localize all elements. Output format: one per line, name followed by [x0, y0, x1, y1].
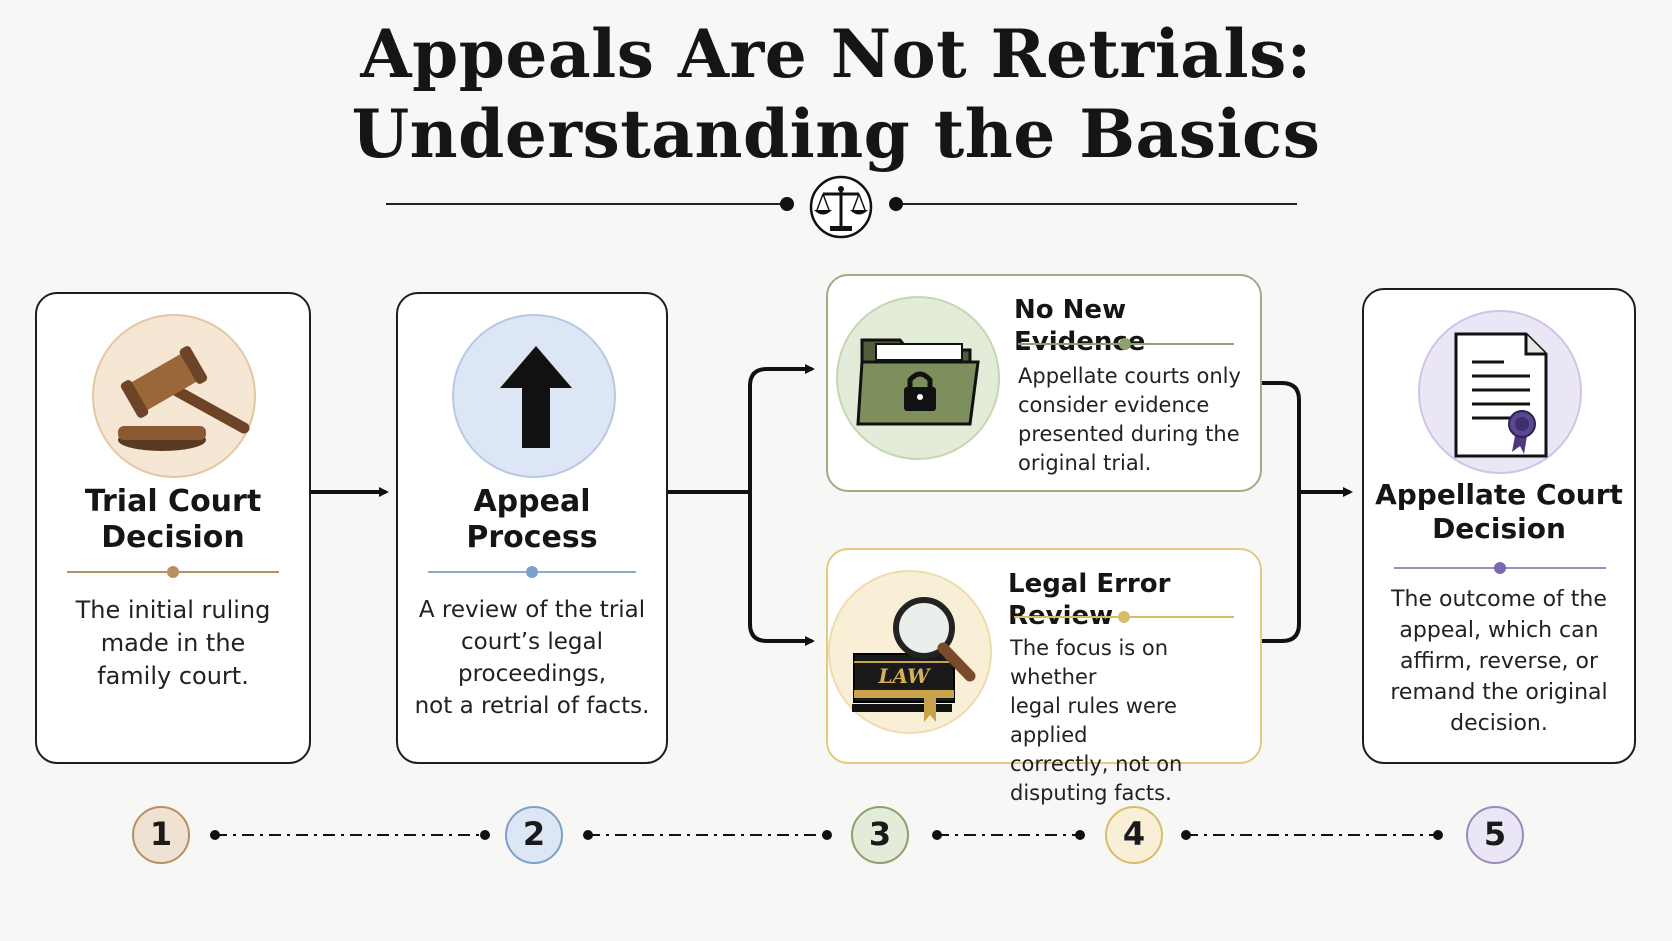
card-appellate-description: The outcome of the appeal, which can aff… — [1390, 587, 1608, 736]
timeline-connector-3-4 — [932, 830, 1085, 840]
card-legal-error-title: Legal Error Review — [1008, 569, 1171, 631]
arrow-to-legal-error — [748, 492, 815, 646]
card-appellate-title: Appellate Court Decision — [1375, 478, 1623, 545]
gavel-icon-circle — [92, 314, 256, 478]
certificate-document-icon-circle — [1418, 310, 1582, 474]
card-trial-description: The initial ruling made in the family co… — [75, 596, 271, 690]
arrow-to-evidence — [748, 364, 815, 492]
card-evidence-title: No New Evidence — [1014, 295, 1146, 357]
locked-folder-icon — [856, 338, 980, 426]
card-evidence-description: Appellate courts only consider evidence … — [1018, 364, 1241, 475]
law-book-magnifier-icon: LAW — [852, 597, 976, 722]
card-appellate-separator-dot — [1494, 562, 1506, 574]
law-book-magnifier-icon-circle: LAW — [828, 570, 992, 734]
card-appellate-court-decision: Appellate Court Decision The outcome of … — [1362, 288, 1636, 764]
timeline-connector-4-5 — [1181, 830, 1443, 840]
gavel-icon — [118, 346, 250, 451]
title-line-2: Understanding the Basics — [351, 95, 1321, 173]
arrow-merge-bracket — [1262, 381, 1301, 643]
up-arrow-icon-circle — [452, 314, 616, 478]
up-arrow-icon — [500, 346, 572, 448]
card-appeal-title: Appeal Process — [466, 484, 598, 555]
locked-folder-icon-circle — [836, 296, 1000, 460]
certificate-document-icon — [1454, 332, 1548, 458]
timeline-connector-1-2 — [210, 830, 490, 840]
card-no-new-evidence: No New Evidence Appellate courts only co… — [826, 274, 1262, 492]
card-trial-title: Trial Court Decision — [84, 484, 262, 555]
step-2-badge: 2 — [505, 806, 563, 864]
card-evidence-separator-dot — [1119, 338, 1131, 350]
page-title: Appeals Are Not Retrials: Understanding … — [0, 14, 1672, 174]
timeline-connector-2-3 — [583, 830, 832, 840]
card-appeal-process: Appeal Process A review of the trial cou… — [396, 292, 668, 764]
card-trial-separator-dot — [167, 566, 179, 578]
title-line-1: Appeals Are Not Retrials: — [360, 15, 1312, 93]
card-legal-error-description: The focus is on whether legal rules were… — [1010, 636, 1183, 805]
step-1-badge: 1 — [132, 806, 190, 864]
header-divider-dot-right — [889, 197, 903, 211]
scales-of-justice-icon — [809, 175, 873, 239]
step-5-badge: 5 — [1466, 806, 1524, 864]
step-3-badge: 3 — [851, 806, 909, 864]
card-legal-error-review: LAW Legal Error Review The focus is on w… — [826, 548, 1262, 805]
header-divider-dot-left — [780, 197, 794, 211]
card-appeal-description: A review of the trial court’s legal proc… — [414, 597, 650, 719]
card-legal-error-separator-dot — [1118, 611, 1130, 623]
step-4-badge: 4 — [1105, 806, 1163, 864]
book-law-label: LAW — [877, 664, 932, 688]
card-appeal-separator-dot — [526, 566, 538, 578]
card-trial-court-decision: Trial Court Decision The initial ruling … — [35, 292, 311, 764]
